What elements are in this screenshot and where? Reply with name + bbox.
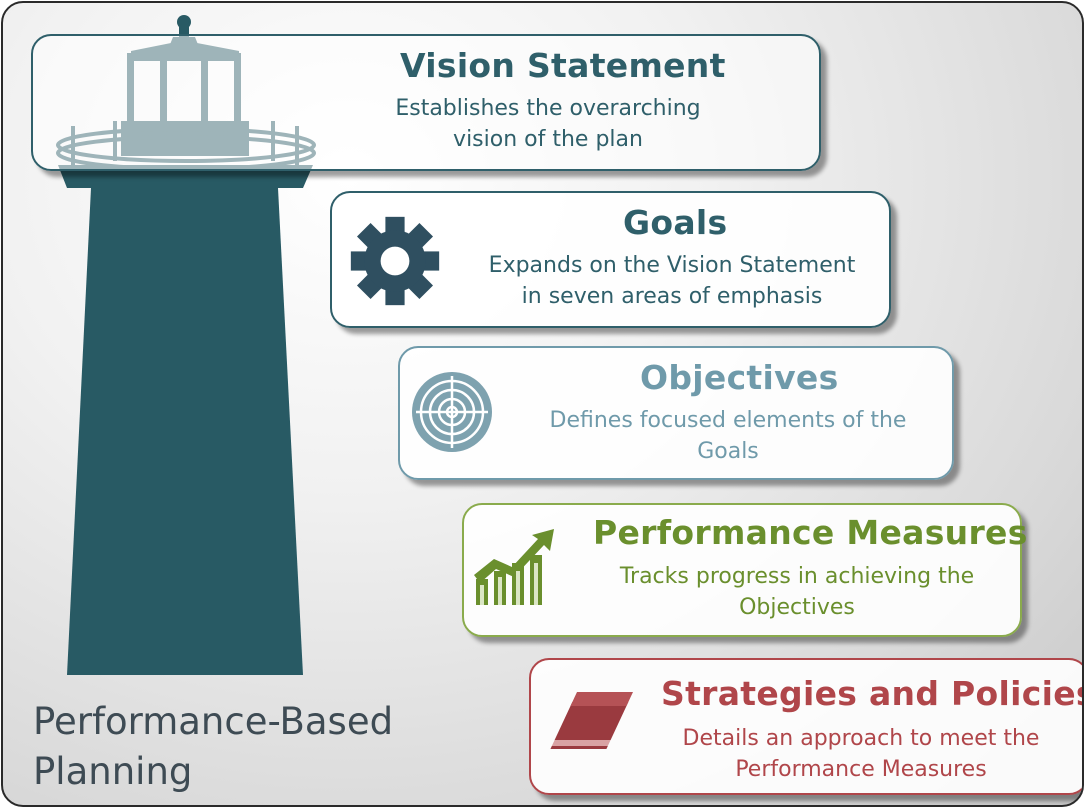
- slide-title-line2: Planning: [33, 750, 193, 793]
- gear-icon: [350, 216, 440, 306]
- performance-measures-title: Performance Measures: [593, 513, 1028, 552]
- vision-statement-title: Vision Statement: [400, 46, 726, 85]
- book-icon: [550, 692, 633, 749]
- performance-measures-desc: Tracks progress in achieving the Objecti…: [619, 564, 975, 620]
- performance-measures-card: Performance Measures Tracks progress in …: [462, 503, 1027, 637]
- vision-statement-desc: Establishes the overarching vision of th…: [395, 96, 701, 152]
- objectives-title: Objectives: [640, 358, 839, 397]
- strategies-policies-title: Strategies and Policies: [661, 674, 1084, 713]
- goals-title: Goals: [623, 203, 728, 242]
- growth-chart-icon: [474, 529, 554, 605]
- slide-title-line1: Performance-Based: [33, 700, 394, 743]
- objectives-desc: Defines focused elements of the Goals: [549, 408, 907, 464]
- goals-desc: Expands on the Vision Statement in seven…: [488, 253, 856, 309]
- target-icon: [412, 372, 492, 452]
- strategies-policies-desc: Details an approach to meet the Performa…: [682, 726, 1040, 782]
- strategies-policies-card: Strategies and Policies Details an appro…: [529, 658, 1084, 795]
- goals-card: Goals Expands on the Vision Statement in…: [330, 191, 891, 328]
- slide-title: Performance-Based Planning: [33, 697, 393, 797]
- vision-statement-card: Vision Statement Establishes the overarc…: [31, 34, 821, 171]
- objectives-card: Objectives Defines focused elements of t…: [398, 346, 954, 480]
